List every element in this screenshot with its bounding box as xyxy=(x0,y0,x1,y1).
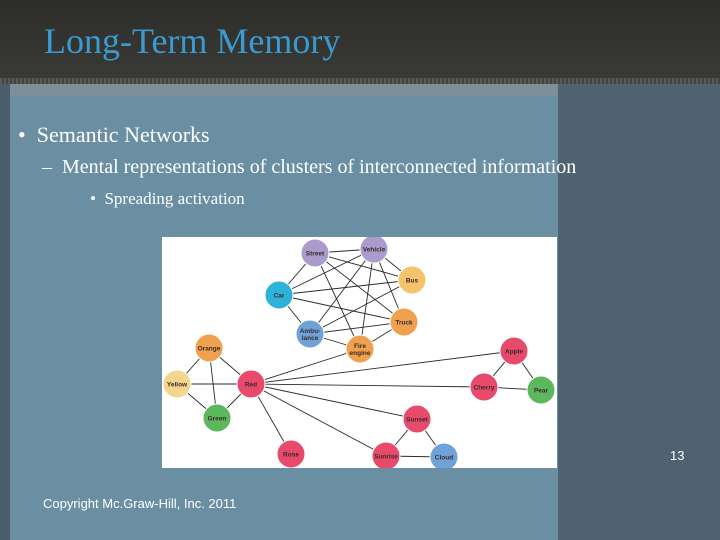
bullet-level-1: • Semantic Networks xyxy=(18,122,210,148)
node-circle-car xyxy=(264,280,294,310)
copyright-text: Copyright Mc.Graw-Hill, Inc. 2011 xyxy=(43,496,237,511)
title-stripe xyxy=(0,78,720,84)
bullet-marker: – xyxy=(42,156,52,178)
edge-car-truck xyxy=(278,294,405,323)
edge-red-apple xyxy=(250,350,515,385)
node-circle-bus xyxy=(397,265,427,295)
bullet-level-3: • Spreading activation xyxy=(90,189,245,209)
node-label-apple: Apple xyxy=(505,349,523,356)
edge-truck-ambulance xyxy=(309,321,405,335)
bullet-level-2: – Mental representations of clusters of … xyxy=(42,156,576,179)
node-circle-yellow xyxy=(162,369,192,399)
node-label-vehicle: Vehicle xyxy=(363,247,386,254)
node-ambulance: Ambu-lance xyxy=(295,319,325,349)
node-label-red: Red xyxy=(245,382,257,389)
node-pear: Pear xyxy=(526,375,556,405)
node-truck: Truck xyxy=(389,307,419,337)
node-street: Street xyxy=(300,238,330,268)
node-circle-apple xyxy=(499,336,529,366)
node-circle-ambulance xyxy=(295,319,325,349)
node-circle-red xyxy=(236,369,266,399)
edge-car-bus xyxy=(278,279,413,296)
edge-street-truck xyxy=(314,252,405,323)
node-cloud: Cloud xyxy=(429,442,459,472)
node-label-green: Green xyxy=(208,416,227,423)
node-label-truck: Truck xyxy=(395,320,413,327)
edge-red-cherry xyxy=(250,383,485,388)
bullet-text: Semantic Networks xyxy=(36,122,210,147)
edge-red-sunrise xyxy=(250,383,387,457)
node-label-street: Street xyxy=(306,251,325,258)
node-label-ambulance: Ambu-lance xyxy=(300,328,321,342)
edge-vehicle-fireengine xyxy=(359,248,375,350)
edge-red-sunset xyxy=(250,383,418,420)
title-bar xyxy=(0,0,720,84)
node-car: Car xyxy=(264,280,294,310)
edge-bus-ambulance xyxy=(309,279,413,335)
node-label-sunset: Sunset xyxy=(406,417,429,424)
node-label-cherry: Cherry xyxy=(474,385,495,392)
node-orange: Orange xyxy=(194,333,224,363)
node-label-orange: Orange xyxy=(198,346,221,353)
node-label-yellow: Yellow xyxy=(167,382,188,389)
side-panel xyxy=(558,84,720,540)
node-circle-street xyxy=(300,238,330,268)
edge-fireengine-red xyxy=(250,348,361,385)
node-circle-pear xyxy=(526,375,556,405)
node-circle-cherry xyxy=(469,372,499,402)
node-label-rose: Rose xyxy=(283,452,299,459)
bullet-text: Mental representations of clusters of in… xyxy=(62,156,577,178)
bullet-text: Spreading activation xyxy=(104,189,245,208)
node-red: Red xyxy=(236,369,266,399)
bullet-marker: • xyxy=(90,189,96,208)
edge-vehicle-ambulance xyxy=(309,248,375,335)
node-circle-sunset xyxy=(402,404,432,434)
node-sunset: Sunset xyxy=(402,404,432,434)
node-vehicle: Vehicle xyxy=(359,234,389,264)
node-apple: Apple xyxy=(499,336,529,366)
node-label-cloud: Cloud xyxy=(435,455,453,462)
node-rose: Rose xyxy=(276,439,306,469)
node-cherry: Cherry xyxy=(469,372,499,402)
node-circle-fireengine xyxy=(345,334,375,364)
node-yellow: Yellow xyxy=(162,369,192,399)
bullet-marker: • xyxy=(18,122,26,147)
node-green: Green xyxy=(202,403,232,433)
node-label-bus: Bus xyxy=(406,278,419,285)
edge-vehicle-car xyxy=(278,248,375,296)
node-label-car: Car xyxy=(274,293,285,300)
node-sunrise: Sunrise xyxy=(371,441,401,471)
slide-title: Long-Term Memory xyxy=(44,21,341,61)
node-bus: Bus xyxy=(397,265,427,295)
node-circle-orange xyxy=(194,333,224,363)
node-label-sunrise: Sunrise xyxy=(374,454,398,461)
panel-divider xyxy=(10,84,558,96)
node-label-pear: Pear xyxy=(534,388,549,395)
edge-street-fireengine xyxy=(314,252,361,350)
node-circle-green xyxy=(202,403,232,433)
edge-street-bus xyxy=(314,252,413,281)
page-number: 13 xyxy=(670,448,685,463)
node-circle-truck xyxy=(389,307,419,337)
